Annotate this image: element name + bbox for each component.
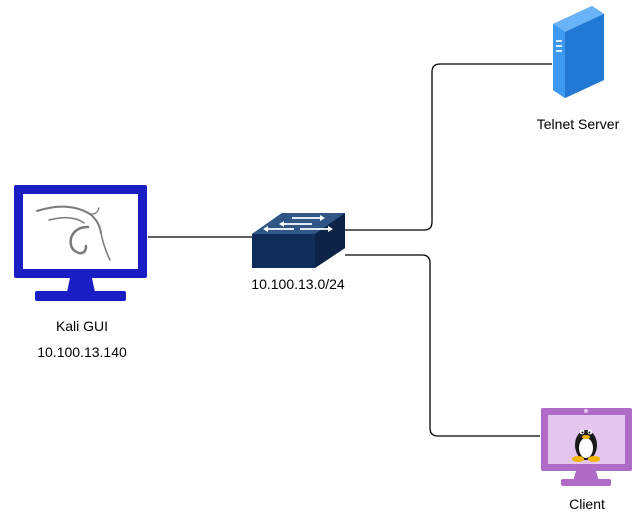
server-icon bbox=[553, 6, 604, 98]
network-switch-icon bbox=[252, 213, 345, 268]
links bbox=[148, 63, 552, 437]
link-switch-server bbox=[345, 63, 552, 231]
link-switch-client bbox=[345, 254, 540, 437]
kali-monitor-icon bbox=[14, 185, 147, 301]
tux-icon bbox=[572, 429, 600, 462]
telnet-server-label: Telnet Server bbox=[536, 116, 620, 132]
kali-dragon-icon bbox=[36, 205, 111, 261]
client-label: Client bbox=[569, 496, 605, 512]
kali-name-label: Kali GUI bbox=[55, 318, 109, 334]
switch-subnet-label: 10.100.13.0/24 bbox=[251, 276, 345, 292]
linux-monitor-icon bbox=[541, 408, 632, 486]
kali-ip-label: 10.100.13.140 bbox=[37, 344, 127, 360]
